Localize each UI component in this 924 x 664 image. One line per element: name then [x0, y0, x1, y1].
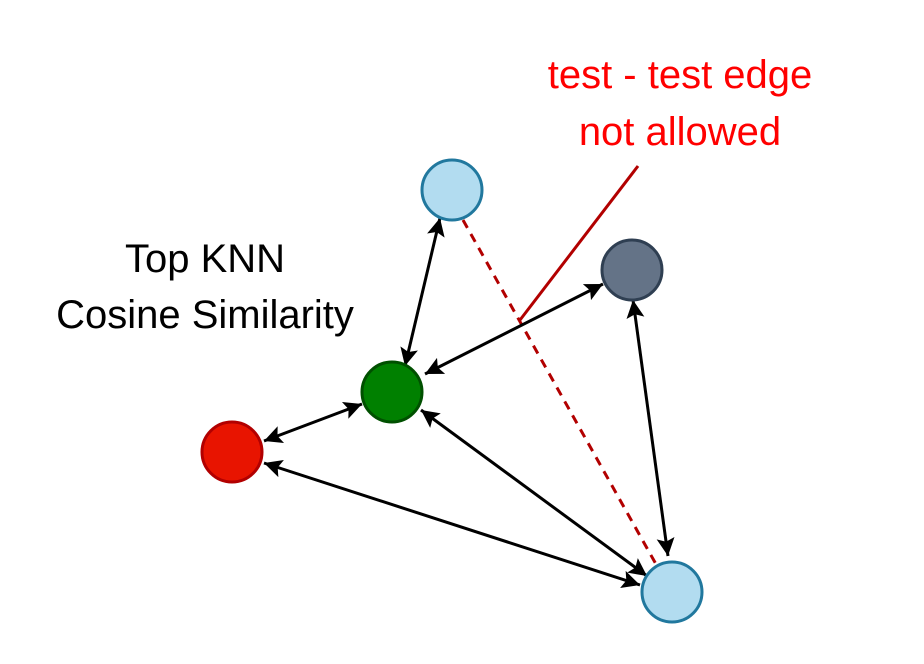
red-node: [200, 420, 264, 484]
test-node-bottom: [640, 560, 704, 624]
warning-label-line1: test - test edge: [548, 53, 813, 97]
forbidden-test-test-edge: [461, 219, 659, 567]
edge-green-to-top-test: [400, 217, 445, 367]
edge-gray-to-bottom-test: [626, 299, 675, 557]
method-label-line1: Top KNN: [125, 237, 285, 281]
edge-red-to-bottom-test: [263, 459, 641, 589]
gray-node: [600, 238, 664, 302]
green-node: [360, 360, 424, 424]
edge-green-to-red: [263, 401, 363, 444]
warning-label-line2: not allowed: [579, 110, 781, 154]
test-node-top: [420, 158, 484, 222]
method-label-line2: Cosine Similarity: [56, 293, 354, 337]
edge-green-to-gray: [424, 282, 604, 376]
